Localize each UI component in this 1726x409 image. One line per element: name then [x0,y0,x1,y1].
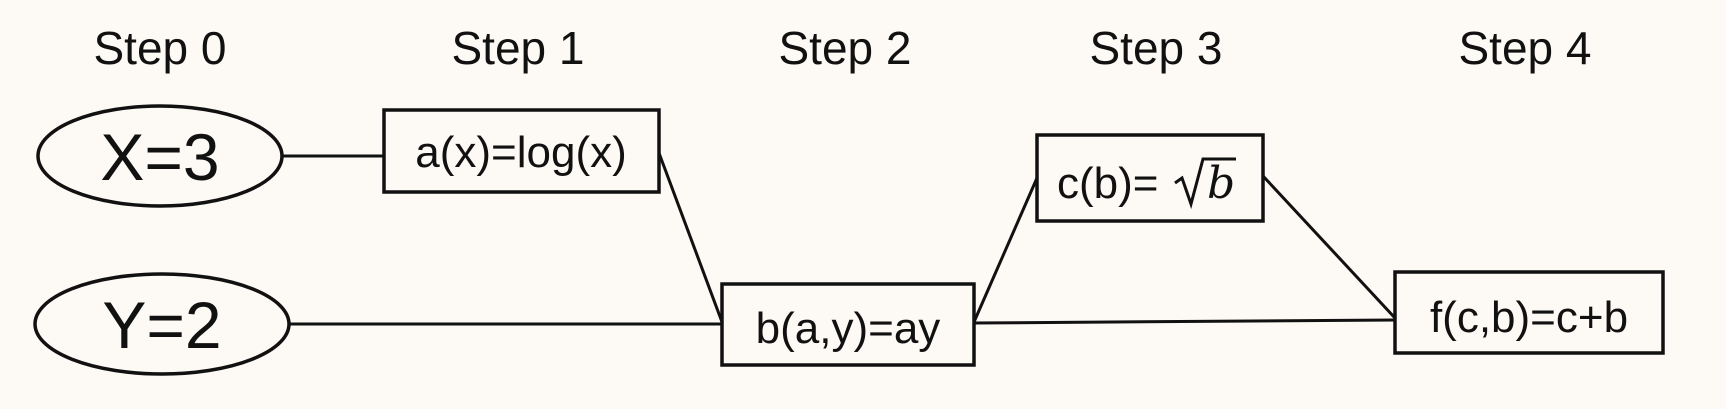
function-node-f-label: f(c,b)=c+b [1430,293,1628,342]
function-node-a: a(x)=log(x) [382,108,661,194]
edge-c-to-f [1261,174,1397,320]
sqrt-symbol-icon [1174,157,1236,210]
function-node-b: b(a,y)=ay [720,282,976,367]
edge-b-to-f [973,318,1396,325]
function-node-a-label: a(x)=log(x) [415,128,627,177]
edge-a-to-b [657,152,724,323]
function-node-b-box [720,282,976,367]
step-1-label: Step 1 [452,22,585,74]
input-node-x-ellipse [36,104,284,208]
input-node-y-ellipse [33,272,291,376]
function-node-c: c(b)= b [1035,133,1265,223]
step-4-label: Step 4 [1459,22,1592,74]
function-node-c-prefix: c(b)= [1057,159,1158,208]
function-node-c-box [1035,133,1265,223]
function-node-a-box [382,108,661,194]
input-node-x-label: X=3 [100,120,219,194]
function-node-f-box [1393,270,1665,355]
input-node-y-label: Y=2 [102,288,221,362]
step-2-label: Step 2 [779,22,912,74]
step-3-label: Step 3 [1090,22,1223,74]
function-node-c-radicand: b [1207,158,1235,209]
edge-b-to-c [972,177,1039,323]
function-node-f: f(c,b)=c+b [1393,270,1665,355]
function-node-b-label: b(a,y)=ay [756,304,941,353]
input-node-y: Y=2 [33,272,291,376]
input-node-x: X=3 [36,104,284,208]
step-0-label: Step 0 [94,22,227,74]
